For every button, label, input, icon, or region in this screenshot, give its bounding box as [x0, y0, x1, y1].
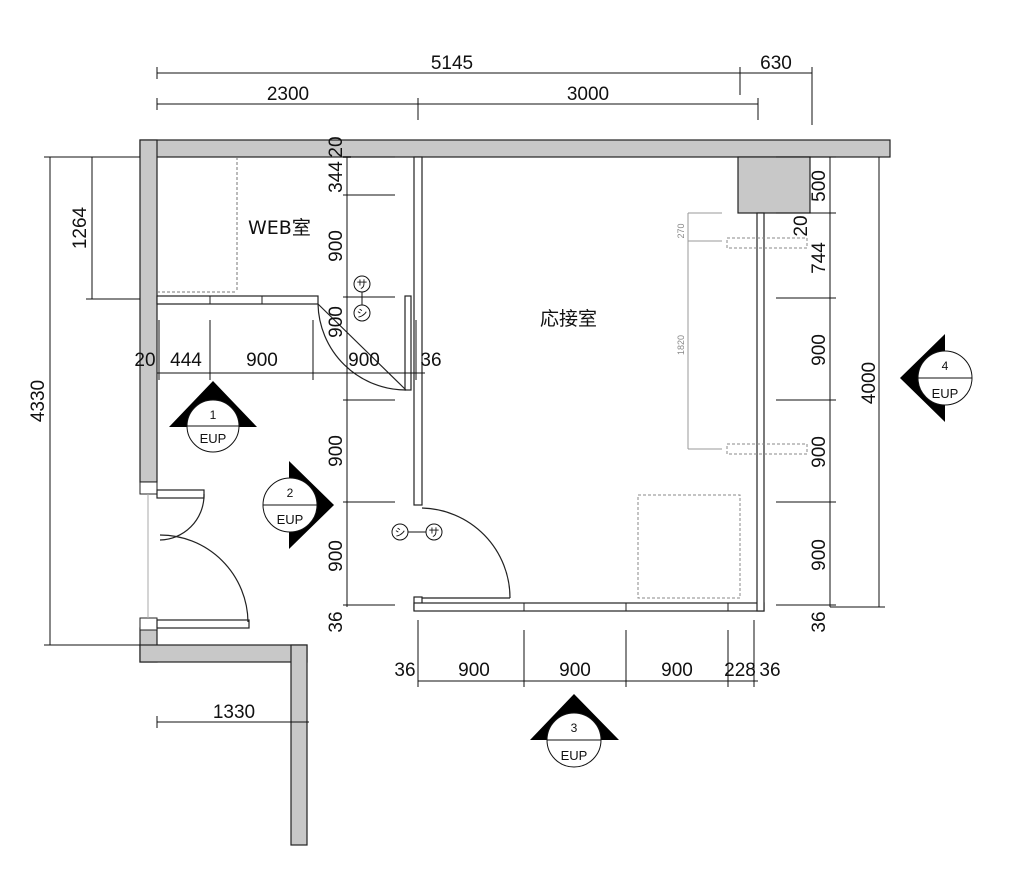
dim-ri-a: 500 — [809, 170, 830, 202]
dim-ro-overall: 4000 — [859, 362, 880, 404]
table-outline — [637, 494, 741, 599]
corridor-bottom-partition — [156, 619, 250, 629]
dim-b-d: 900 — [661, 660, 693, 681]
dim-cv-e: 900 — [326, 435, 347, 467]
elevation-label: EUP — [561, 748, 588, 763]
web-room-furniture — [157, 157, 238, 293]
south-wall-leg — [290, 644, 308, 846]
switch-label-shi: シ — [395, 526, 406, 539]
room-label-reception: 応接室 — [540, 308, 597, 330]
reception-south-partition — [413, 602, 765, 612]
dim-ch-a: 20 — [134, 350, 155, 371]
dim-ri-f: 900 — [809, 539, 830, 571]
left-wall-upper — [139, 139, 158, 483]
corridor-door-lower-swing — [159, 534, 249, 623]
dim-ch-b: 444 — [170, 350, 202, 371]
elevation-number: 1 — [210, 408, 217, 422]
web-room-door-swing — [317, 303, 407, 391]
dim-top-total: 5145 — [431, 53, 473, 74]
dim-cv-a: 20 — [326, 136, 347, 157]
elevation-number: 2 — [287, 486, 294, 500]
partition-stub-left — [404, 295, 412, 391]
dim-cv-g: 36 — [326, 611, 347, 632]
corridor-top-partition — [156, 489, 205, 499]
dim-left-web-depth: 1264 — [70, 206, 91, 249]
reception-east-partition — [756, 212, 765, 612]
elevation-marker-3: 3 EUP — [530, 694, 619, 768]
switch-group-reception: シ サ — [391, 523, 443, 541]
dim-b-f: 36 — [759, 660, 780, 681]
dim-top-left: 2300 — [267, 84, 309, 105]
jamb-upper — [139, 481, 158, 495]
dim-ch-e: 36 — [420, 350, 441, 371]
dim-b-b: 900 — [458, 660, 490, 681]
web-room-south-partition — [156, 295, 319, 305]
dim-cv-f: 900 — [326, 540, 347, 572]
dim-cv-b: 344 — [326, 161, 347, 193]
switch-label-shi: シ — [357, 307, 368, 320]
shelf-lower — [726, 443, 808, 455]
corridor-door-upper-swing — [159, 494, 205, 541]
dim-ri-b: 20 — [791, 215, 812, 236]
bottom-wall-corridor — [139, 644, 308, 663]
dim-left-overall: 4330 — [28, 380, 49, 422]
switch-label-sa: サ — [357, 278, 368, 291]
dim-ri-c: 744 — [809, 242, 830, 274]
elevation-label: EUP — [200, 431, 227, 446]
dim-b-c: 900 — [559, 660, 591, 681]
dim-ch-c: 900 — [246, 350, 278, 371]
dimension-lines — [44, 67, 885, 728]
web-room-door-leaf — [317, 303, 407, 391]
top-right-column — [737, 156, 811, 214]
dim-ri-e: 900 — [809, 436, 830, 468]
room-label-web: WEB室 — [248, 217, 311, 239]
switch-group-corridor: サ シ — [353, 275, 371, 322]
dim-top-extra: 630 — [760, 53, 792, 74]
dim-ri-d: 900 — [809, 334, 830, 366]
dim-b-e: 228 — [724, 660, 756, 681]
jamb-lower — [139, 617, 158, 631]
elevation-label: EUP — [277, 512, 304, 527]
partition-joints — [209, 296, 729, 611]
elevation-label: EUP — [932, 386, 959, 401]
furniture-dimension — [687, 212, 722, 450]
dim-b-a: 36 — [394, 660, 415, 681]
elevation-marker-2: 2 EUP — [262, 461, 334, 549]
furniture-dim-top: 270 — [676, 223, 686, 238]
elevation-marker-4: 4 EUP — [900, 334, 973, 422]
dim-ch-d: 900 — [348, 350, 380, 371]
elevation-marker-1: 1 EUP — [169, 381, 257, 453]
dim-top-right: 3000 — [567, 84, 609, 105]
reception-furniture — [637, 237, 808, 599]
dim-b-corridor: 1330 — [213, 702, 255, 723]
dim-ri-g: 36 — [809, 611, 830, 632]
top-wall — [139, 139, 891, 158]
reception-door-swing — [421, 507, 511, 599]
dim-cv-d: 900 — [326, 306, 347, 338]
furniture-dim-length: 1820 — [676, 335, 686, 355]
door-jambs — [139, 481, 158, 631]
doors — [159, 303, 511, 623]
switch-label-sa: サ — [429, 526, 440, 539]
elevation-number: 3 — [571, 721, 578, 735]
shelf-upper — [726, 237, 808, 249]
reception-west-partition — [413, 156, 423, 506]
walls — [139, 139, 891, 846]
elevation-number: 4 — [942, 359, 949, 373]
partitions — [156, 156, 765, 629]
dim-cv-c: 900 — [326, 230, 347, 262]
